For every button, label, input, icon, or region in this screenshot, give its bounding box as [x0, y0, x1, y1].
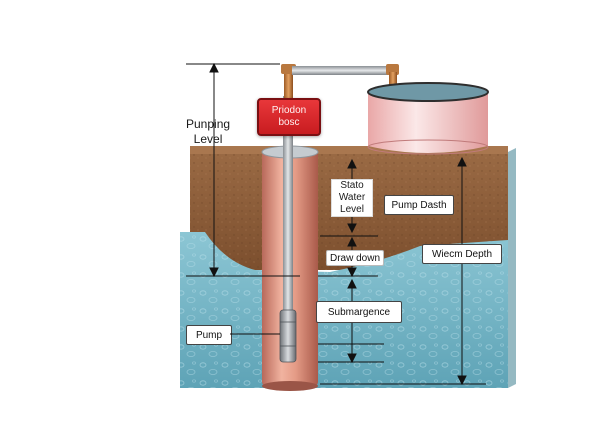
discharge-pipe: [281, 64, 399, 100]
drop-pipe: [283, 96, 293, 312]
dimension-lines: [186, 62, 486, 386]
pumping-level-line1: Punping: [186, 117, 231, 131]
submersible-pump-icon: [279, 309, 297, 363]
pressure-box-line2: bosc: [278, 117, 300, 128]
well-depth-label: Wiecm Depth: [422, 244, 502, 264]
static-water-level-label: Stato Water Level: [331, 179, 373, 217]
pumping-level-label: Punping Level: [186, 117, 230, 147]
draw-down-label: Draw down: [326, 250, 384, 266]
pressure-box-line1: Priodon: [271, 105, 307, 116]
static-line1: Stato: [340, 180, 364, 191]
pump-label: Pump: [186, 325, 232, 345]
static-line2: Water: [338, 192, 366, 203]
storage-tank-icon: [367, 82, 489, 155]
pressure-box: Priodon bosc: [257, 98, 321, 136]
submergence-label: Submargence: [316, 301, 402, 323]
pump-depth-label: Pump Dasth: [384, 195, 454, 215]
static-line3: Level: [340, 204, 364, 215]
pumping-level-line2: Level: [193, 132, 223, 146]
